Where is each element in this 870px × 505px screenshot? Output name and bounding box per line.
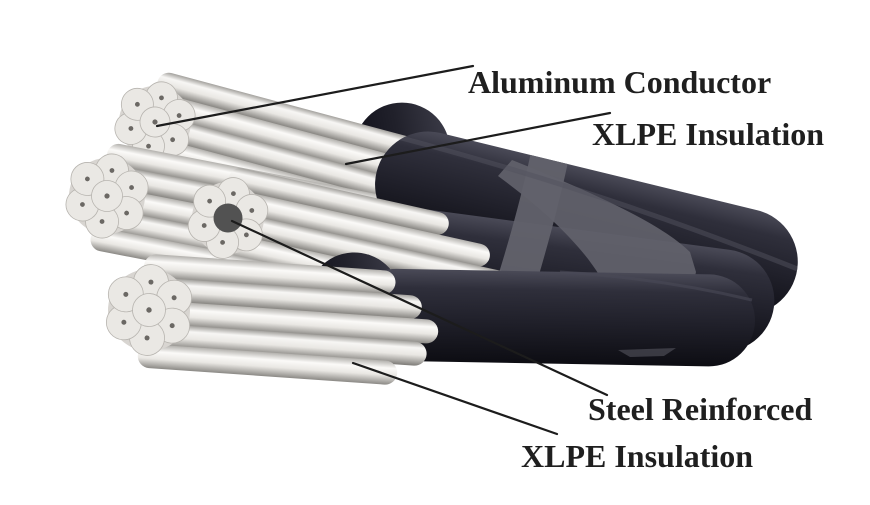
label-steel-reinforced: Steel Reinforced bbox=[588, 391, 813, 427]
stranded-conductor-bottom bbox=[105, 254, 439, 385]
label-xlpe-insulation-bottom: XLPE Insulation bbox=[521, 438, 754, 474]
leader-line-aluminum-conductor bbox=[155, 64, 475, 128]
conductor-end-face bbox=[187, 177, 269, 259]
label-aluminum-conductor: Aluminum Conductor bbox=[468, 64, 772, 100]
leader-line-xlpe-top bbox=[344, 111, 612, 166]
leader-line-xlpe-bottom bbox=[351, 361, 559, 436]
conductor-end-face bbox=[105, 264, 193, 356]
xlpe-sheath-bottom-cable bbox=[350, 268, 755, 367]
leader-line-steel-reinforced bbox=[230, 219, 609, 397]
conductor-end-face bbox=[65, 153, 149, 239]
label-xlpe-insulation-top: XLPE Insulation bbox=[592, 116, 825, 152]
steel-core bbox=[213, 203, 243, 233]
